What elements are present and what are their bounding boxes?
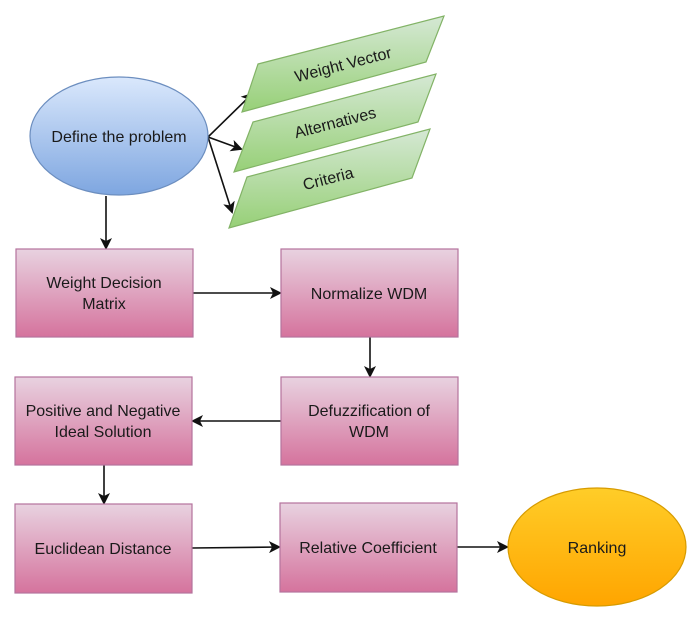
pnis-label-line1: Positive and Negative (26, 403, 181, 420)
criteria-shape (228, 128, 431, 229)
ranking-label: Ranking (568, 540, 627, 557)
node-alternatives: Alternatives (233, 73, 437, 173)
weight-vector-shape (241, 15, 445, 113)
normalize-box (280, 248, 459, 338)
node-weight-decision-matrix: Weight Decision Matrix (15, 248, 194, 338)
euclid-box (14, 503, 193, 594)
edge-define-to-weight-vector (207, 92, 254, 138)
edges (98, 92, 509, 554)
wdm-box (15, 248, 194, 338)
start-ellipse (29, 76, 209, 196)
alternatives-shape (233, 73, 437, 173)
edge-define-to-criteria (207, 136, 235, 214)
node-ranking: Ranking (507, 487, 687, 607)
wdm-label-line1: Weight Decision (46, 275, 161, 292)
node-weight-vector: Weight Vector (241, 15, 445, 113)
defuzz-label-line1: Defuzzification of (308, 403, 430, 420)
define-problem-label: Define the problem (51, 129, 186, 146)
node-define-problem: Define the problem (29, 76, 209, 196)
edge-euclid-to-relative (191, 541, 281, 554)
pnis-box (14, 376, 193, 466)
end-ellipse (507, 487, 687, 607)
pnis-label-line2: Ideal Solution (55, 424, 152, 441)
edge-define-to-alternatives (207, 136, 243, 152)
node-normalize-wdm: Normalize WDM (280, 248, 459, 338)
relative-label: Relative Coefficient (299, 540, 437, 557)
euclid-label: Euclidean Distance (35, 541, 172, 558)
node-ideal-solution: Positive and Negative Ideal Solution (14, 376, 193, 466)
wdm-label-line2: Matrix (82, 296, 126, 313)
node-euclidean-distance: Euclidean Distance (14, 503, 193, 594)
node-defuzzification: Defuzzification of WDM (280, 376, 459, 466)
node-relative-coefficient: Relative Coefficient (279, 502, 458, 593)
node-criteria: Criteria (228, 128, 431, 229)
normalize-label: Normalize WDM (311, 286, 427, 303)
defuzz-box (280, 376, 459, 466)
defuzz-label-line2: WDM (349, 424, 389, 441)
relative-box (279, 502, 458, 593)
